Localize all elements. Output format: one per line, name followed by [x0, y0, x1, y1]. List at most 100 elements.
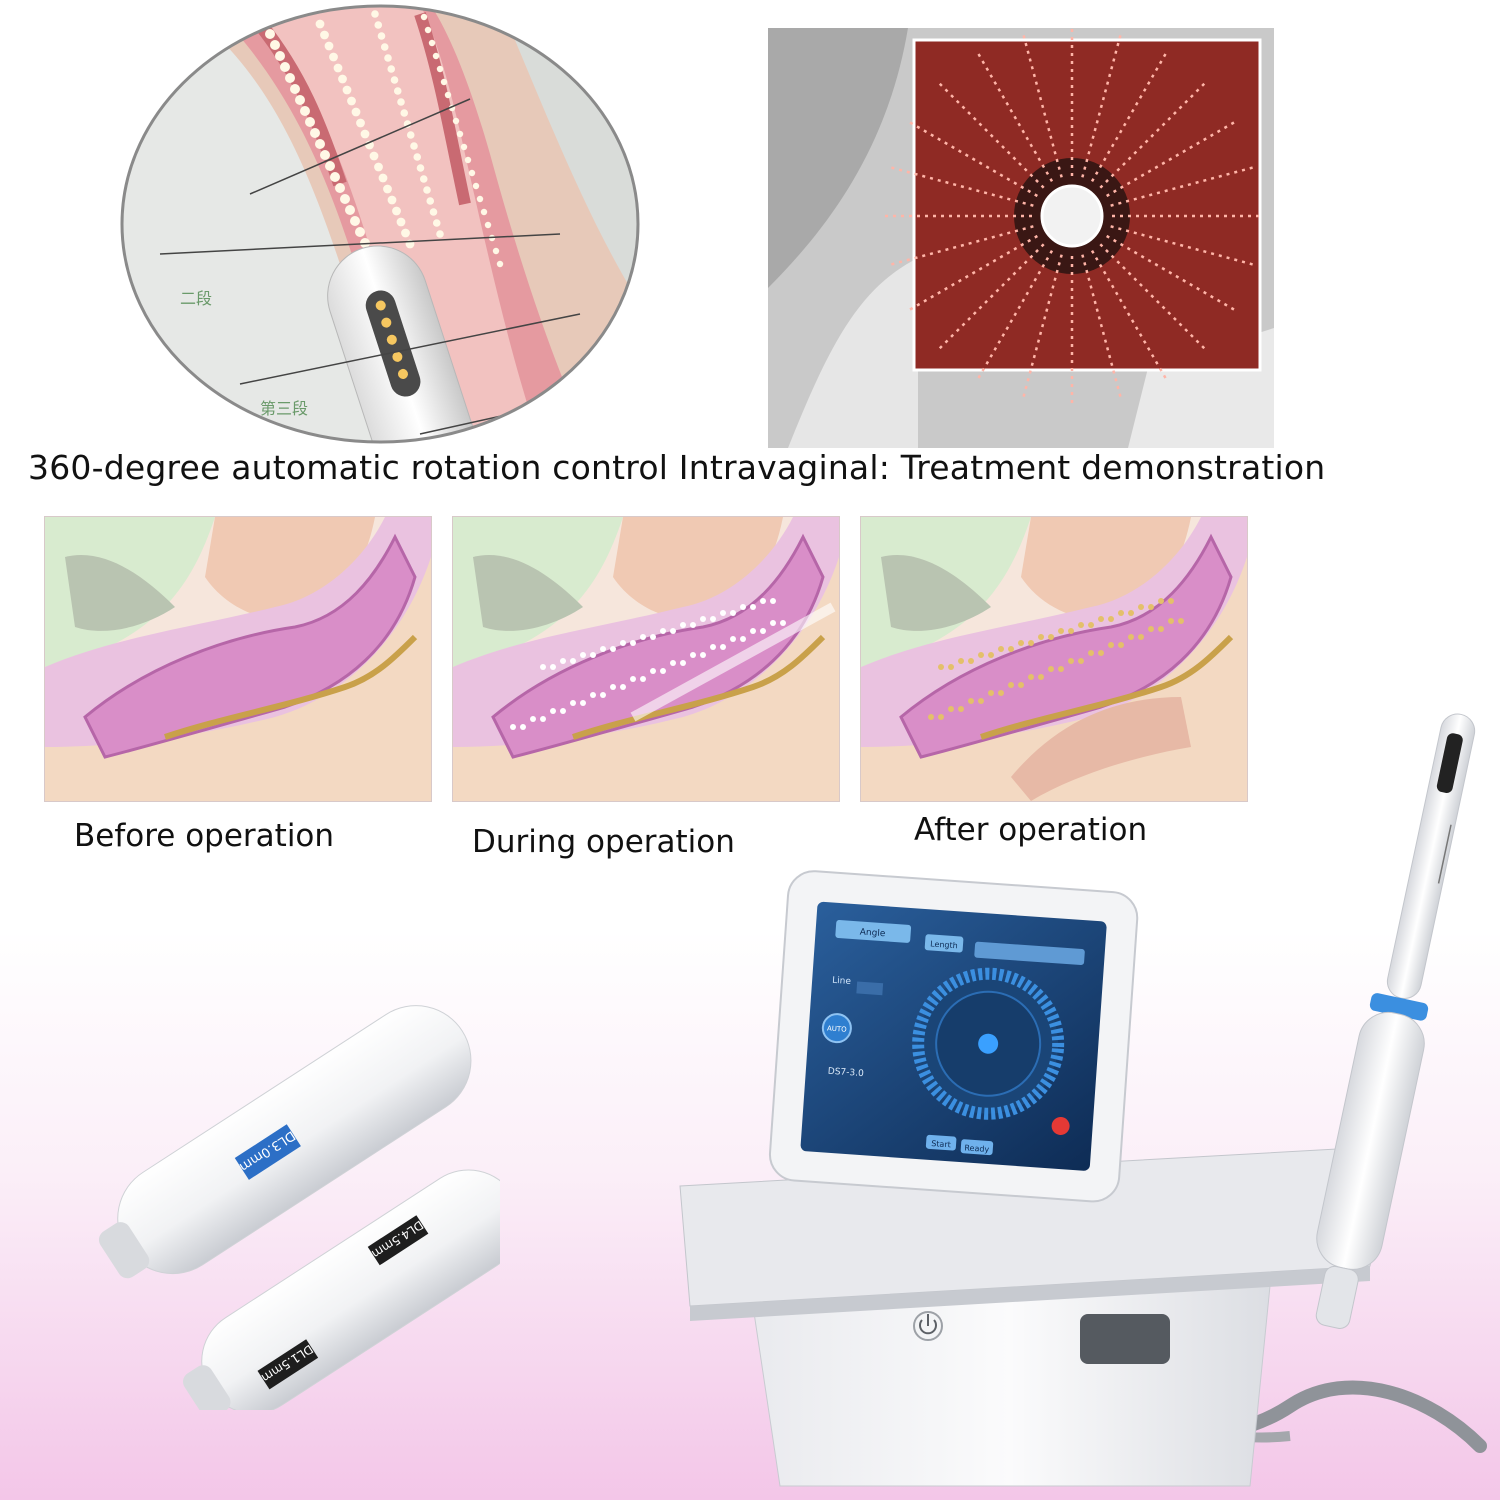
light-dot	[360, 129, 370, 139]
light-dot	[324, 41, 334, 51]
light-dot	[419, 175, 428, 183]
tab-angle-label: Angle	[859, 928, 886, 940]
light-dot	[378, 173, 388, 183]
light-dot	[480, 208, 488, 216]
light-dot	[393, 87, 402, 95]
light-dot	[383, 184, 392, 194]
treatment-ray	[906, 234, 1038, 313]
light-dot	[335, 183, 345, 193]
light-dot	[285, 73, 295, 83]
section-3-text: 第三段	[260, 399, 308, 418]
light-dot	[492, 247, 500, 255]
light-dot	[384, 54, 392, 62]
light-dot	[400, 109, 409, 117]
cartridge-1: DL3.0mm	[98, 1005, 472, 1279]
light-dot	[305, 117, 315, 127]
treatment-ray	[1110, 165, 1256, 207]
light-dot	[275, 51, 285, 61]
light-dot	[355, 227, 365, 237]
svg-text:Ready: Ready	[964, 1143, 990, 1154]
light-dot	[460, 143, 468, 151]
light-dot	[476, 195, 484, 203]
light-dot	[330, 172, 340, 182]
light-dot	[428, 39, 436, 47]
treatment-ray	[1090, 50, 1169, 182]
light-dot	[452, 117, 460, 125]
light-dot	[333, 63, 343, 73]
light-dot	[315, 139, 325, 149]
light-dot	[406, 131, 415, 139]
main-caption: 360-degree automatic rotation control In…	[28, 448, 1326, 487]
light-dot	[340, 194, 350, 204]
light-dot	[472, 182, 480, 190]
light-dot	[387, 65, 396, 73]
treatment-ray	[1081, 32, 1123, 178]
cartridges-group: DL3.0mm DL4.5mm DL1.5mm	[60, 990, 500, 1410]
light-dot	[325, 161, 335, 171]
light-dot	[329, 52, 338, 62]
light-dot	[390, 76, 399, 84]
tab-length-label: Length	[930, 939, 958, 950]
light-dot	[424, 26, 432, 34]
light-dot	[371, 10, 379, 18]
light-dot	[396, 217, 406, 227]
treatment-ray	[1090, 250, 1169, 382]
cartridge-2: DL4.5mm DL1.5mm	[183, 1169, 500, 1410]
cartridge-readout: DS7-3.0	[827, 1067, 864, 1080]
treatment-ray	[1021, 32, 1063, 178]
start-button[interactable]	[925, 1134, 957, 1151]
light-dot	[315, 19, 325, 29]
light-dot	[426, 197, 435, 205]
light-dot	[444, 91, 452, 99]
treatment-ray	[1021, 254, 1063, 400]
light-dot	[429, 208, 438, 216]
light-dot	[377, 32, 386, 40]
light-dot	[484, 221, 492, 229]
light-dot	[374, 162, 383, 172]
tab-length[interactable]	[924, 934, 964, 953]
light-dot	[392, 206, 401, 216]
light-dot	[320, 150, 330, 160]
svg-text:AUTO: AUTO	[827, 1024, 848, 1033]
tab-angle[interactable]	[835, 920, 912, 943]
light-dot	[369, 151, 379, 161]
light-dot	[423, 186, 431, 194]
stage-label-during: During operation	[472, 824, 735, 860]
light-dot	[436, 230, 444, 238]
treatment-ray	[1110, 225, 1256, 267]
treatment-ray	[1099, 243, 1208, 352]
light-dot	[351, 107, 361, 117]
light-dot	[496, 260, 504, 268]
stage-panel-after	[860, 516, 1248, 802]
svg-text:Start: Start	[931, 1139, 951, 1149]
auto-button[interactable]	[821, 1013, 852, 1044]
light-dot	[338, 74, 347, 84]
light-dot	[420, 13, 428, 21]
light-dot	[416, 6, 424, 8]
light-dot	[270, 40, 280, 50]
treatment-ray	[906, 119, 1038, 198]
treatment-ray	[1099, 80, 1208, 189]
ready-button[interactable]	[960, 1139, 994, 1156]
light-dot	[347, 96, 356, 106]
light-dot	[440, 78, 448, 86]
light-dot	[280, 62, 290, 72]
light-dot	[432, 219, 441, 227]
stage-panel-before	[44, 516, 432, 802]
stage-label-after: After operation	[914, 812, 1148, 848]
light-dot	[290, 84, 300, 94]
handpiece	[1315, 713, 1476, 1329]
light-dot	[350, 216, 360, 226]
closeup-illustration: 二段 第三段	[120, 4, 640, 444]
light-dot	[374, 21, 383, 29]
treatment-ray	[975, 50, 1054, 182]
device-group: Angle Length Line AUTO DS7-3.0 Start Rea…	[670, 706, 1490, 1496]
light-dot	[295, 95, 305, 105]
light-dot	[468, 169, 476, 177]
light-dot	[401, 228, 410, 238]
stop-button[interactable]	[1051, 1116, 1070, 1135]
radial-treatment-illustration	[768, 28, 1274, 448]
light-dot	[397, 98, 405, 106]
stage-panel-during	[452, 516, 840, 802]
light-dot	[456, 130, 464, 138]
